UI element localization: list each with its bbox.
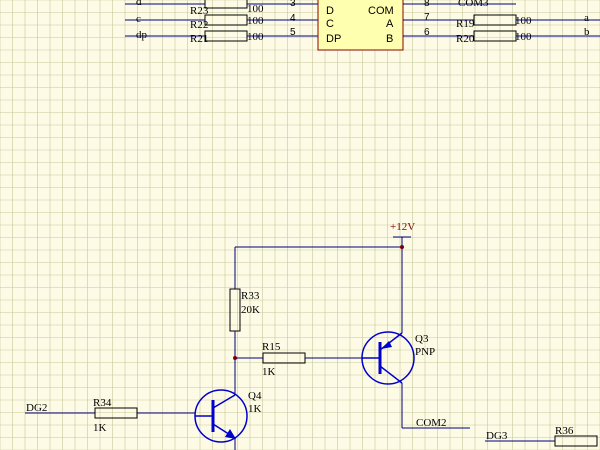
ic-pin-a: A: [386, 18, 394, 30]
resistor-r20[interactable]: [473, 30, 517, 42]
resistor-r19[interactable]: [473, 14, 517, 26]
driver-circuit: +12V R33 20K R15 1K COM2 Q3 PNP: [25, 221, 470, 450]
pin-number-3: 3: [290, 0, 296, 9]
resistor-value-r19: 100: [515, 15, 532, 27]
ic-pin-c: C: [326, 18, 334, 30]
next-driver: DG3 R36: [485, 425, 598, 447]
top-section: d c dp R23 R22 R21 100 100 100 3 4 5 D C…: [125, 0, 600, 51]
resistor-r21[interactable]: [204, 30, 248, 42]
resistor-r23[interactable]: [204, 0, 248, 9]
pin-number-7: 7: [424, 12, 430, 23]
pin-number-5: 5: [290, 27, 296, 38]
supply-label: +12V: [390, 221, 415, 233]
pin-number-8: 8: [424, 0, 430, 9]
q4-collector-lead: [212, 394, 236, 409]
q3-collector-lead: [379, 365, 403, 384]
ic-pin-dp: DP: [326, 33, 341, 45]
resistor-r36[interactable]: [554, 435, 598, 447]
display-ic[interactable]: [317, 0, 404, 51]
resistor-label-r22: R22: [190, 19, 208, 31]
resistor-value-r23: 100: [247, 3, 264, 15]
resistor-value-r20: 100: [515, 31, 532, 43]
q4-label: Q4: [248, 390, 262, 402]
q3-emitter-arrow-icon: [381, 341, 392, 349]
resistor-label-r33: R33: [241, 290, 260, 302]
q4-value: 1K: [248, 403, 262, 415]
resistor-value-r21: 100: [247, 31, 264, 43]
resistor-label-r15: R15: [262, 341, 281, 353]
resistor-label-r34: R34: [93, 397, 112, 409]
resistor-value-r22: 100: [247, 15, 264, 27]
resistor-value-r34: 1K: [93, 422, 107, 434]
resistor-value-r15: 1K: [262, 366, 276, 378]
pin-number-6: 6: [424, 27, 430, 38]
resistor-label-r19: R19: [456, 18, 475, 30]
net-label-dg3: DG3: [486, 430, 508, 442]
resistor-label-r23: R23: [190, 5, 209, 17]
resistor-label-r20: R20: [456, 33, 475, 45]
net-label-com3: COM3: [458, 0, 489, 9]
resistor-r22[interactable]: [204, 14, 248, 26]
net-label-b: b: [584, 26, 590, 38]
ic-pin-com: COM: [368, 5, 394, 17]
transistor-q3[interactable]: [361, 331, 415, 385]
resistor-value-r33: 20K: [241, 304, 260, 316]
net-label-c: c: [136, 13, 141, 25]
q4-emitter-arrow-icon: [225, 429, 236, 439]
q3-type: PNP: [415, 346, 435, 358]
resistor-r34[interactable]: [94, 407, 138, 419]
net-label-d: d: [136, 0, 142, 8]
resistor-r15[interactable]: [262, 352, 306, 364]
transistor-q4[interactable]: [194, 389, 248, 443]
q3-label: Q3: [415, 333, 429, 345]
pin-number-4: 4: [290, 13, 296, 24]
ic-pin-d: D: [326, 5, 334, 17]
resistor-label-r36: R36: [555, 425, 574, 437]
net-label-dp: dp: [136, 29, 148, 41]
net-label-a: a: [584, 12, 589, 24]
net-label-dg2: DG2: [26, 402, 47, 414]
ic-pin-b: B: [386, 33, 393, 45]
resistor-label-r21: R21: [190, 33, 208, 45]
net-label-com2: COM2: [416, 417, 447, 429]
